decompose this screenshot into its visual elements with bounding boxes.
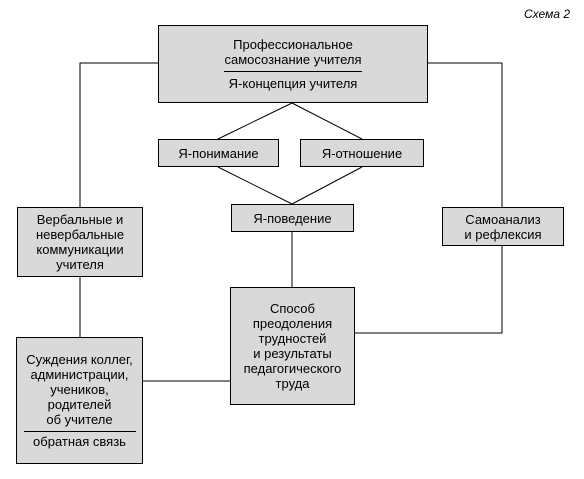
box-coping-method: Способ преодоления трудностей и результа… bbox=[230, 287, 355, 405]
box-self-analysis: Самоанализ и рефлексия bbox=[442, 207, 564, 246]
connector-understanding-to-behavior bbox=[217, 166, 293, 205]
connector-selfanalysis-to-method bbox=[355, 246, 503, 334]
connector-top-to-verbal bbox=[79, 62, 158, 207]
connector-top-to-understanding bbox=[217, 102, 293, 140]
box-professional-self-awareness: Профессиональное самосознание учителя Я-… bbox=[158, 25, 428, 103]
connector-attitude-to-behavior bbox=[291, 166, 363, 205]
connector-top-to-selfanalysis bbox=[428, 62, 503, 207]
connector-top-to-attitude bbox=[291, 102, 363, 140]
box-self-attitude: Я-отношение bbox=[300, 139, 424, 167]
box-top-line-1: Профессиональное bbox=[233, 37, 353, 52]
box-judgments-footer: обратная связь bbox=[33, 434, 126, 449]
box-self-understanding: Я-понимание bbox=[158, 139, 279, 167]
box-top-line-2: самосознание учителя bbox=[224, 52, 362, 67]
box-judgments-divider bbox=[23, 431, 136, 432]
diagram-caption: Схема 2 bbox=[524, 7, 570, 21]
box-top-subtitle: Я-концепция учителя bbox=[228, 76, 358, 91]
box-self-behavior: Я-поведение bbox=[231, 204, 354, 232]
box-colleague-judgments: Суждения коллег, администрации, учеников… bbox=[16, 337, 143, 464]
box-top-divider bbox=[224, 71, 362, 72]
box-verbal-communication: Вербальные и невербальные коммуникации у… bbox=[17, 207, 143, 277]
